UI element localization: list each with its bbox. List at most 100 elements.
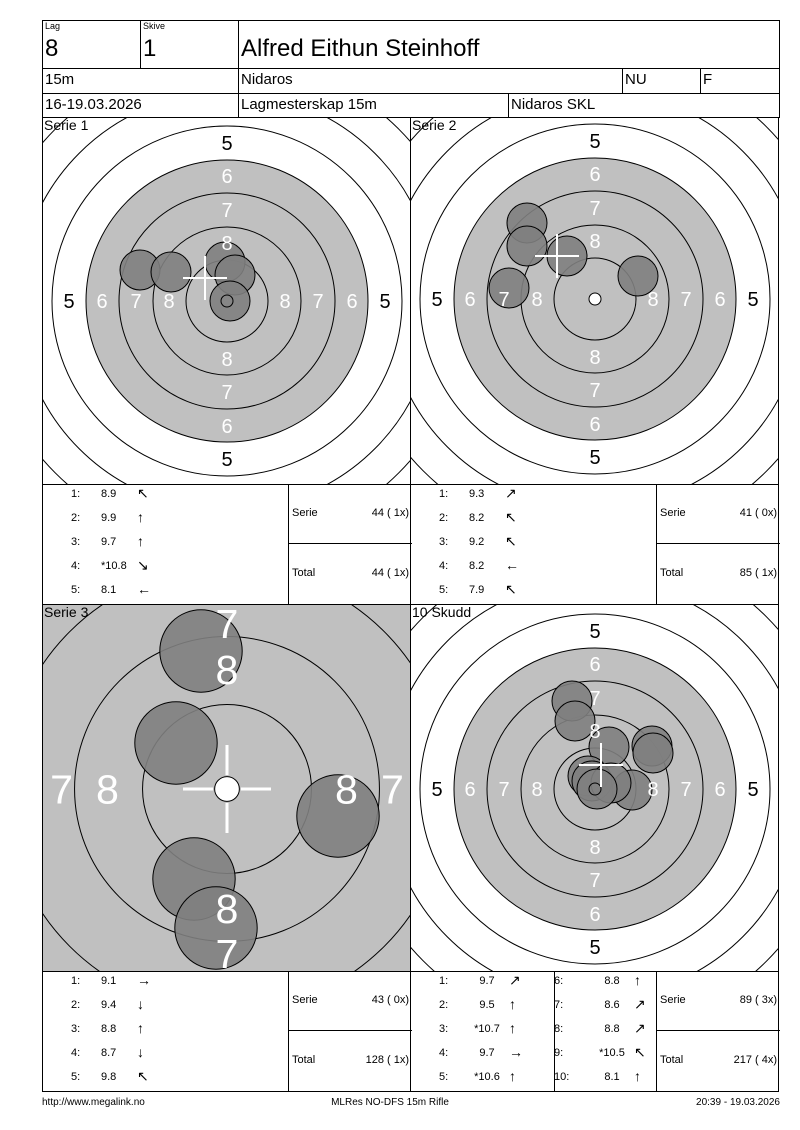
footer-url[interactable]: http://www.megalink.no [42,1097,145,1108]
score-box: 1:9.1→2:9.4↓3:8.8↑4:8.7↓5:9.8↖ Serie 43 … [42,971,412,1092]
shot-score: 9.5 [479,999,495,1011]
direction-arrow-icon: ↑ [634,1068,641,1084]
shot-row: 4:8.7↓ [43,1044,163,1067]
ring-label: 7 [216,605,239,647]
shot-number: 1: [71,488,81,500]
organizer-cell: Nidaros SKL [508,93,780,118]
direction-arrow-icon: ↑ [137,533,144,549]
ring-label: 7 [216,931,239,972]
ring-label: 5 [589,131,600,153]
shot-hole [209,280,251,322]
shot-score: 8.8 [604,975,620,987]
ring [453,157,737,441]
shot-score: 8.1 [101,584,117,596]
ring-label: 7 [680,289,691,311]
shot-score: *10.8 [101,560,127,572]
shot-row: 3:8.8↑ [43,1020,163,1043]
ring-label: 8 [216,886,239,932]
ring-label: 5 [747,779,758,801]
ring-label: 7 [130,291,141,313]
mean-point-crosshair-icon [579,743,623,787]
event-cell: Lagmesterskap 15m [238,93,509,118]
ring-label: 7 [498,289,509,311]
ring [553,257,637,341]
ring-label: 7 [50,766,73,812]
score-box: 1:9.7↗2:9.5↑3:*10.7↑4:9.7→5:*10.6↑6:8.8↑… [410,971,780,1092]
total-score: 217 ( 4x) [733,1054,777,1066]
shot-score: 8.6 [604,999,620,1011]
shot-score: 8.2 [469,512,485,524]
ring-label: 7 [589,688,600,710]
shot-score: 8.8 [604,1023,620,1035]
shot-row: 3:9.7↑ [43,533,163,556]
total-row: Total 44 ( 1x) [289,544,412,604]
direction-arrow-icon: → [509,1044,523,1060]
footer-timestamp: 20:39 - 19.03.2026 [696,1097,780,1108]
ring-label: 8 [221,233,232,255]
direction-arrow-icon: ↑ [634,972,641,988]
shot-number: 2: [439,512,449,524]
shot-row: 2:9.4↓ [43,996,163,1019]
shot-score: 8.1 [604,1071,620,1083]
direction-arrow-icon: ↖ [634,1044,646,1060]
shot-score: *10.5 [599,1047,625,1059]
ring [51,125,403,477]
shot-score: 9.1 [101,975,117,987]
ring-label: 5 [747,289,758,311]
shot-hole [506,225,548,267]
total-label: Total [660,1054,684,1066]
direction-arrow-icon: → [137,972,151,988]
ring-label: 8 [221,349,232,371]
shot-hole [576,768,618,810]
ring-label: 8 [279,291,290,313]
shot-row: 2: 9.5 ↑ [411,996,531,1019]
ring-label: 5 [63,291,74,313]
ring-label: 7 [381,766,404,812]
panel-title: Serie 3 [44,604,89,620]
ring [118,192,336,410]
shot-row: 2:8.2↖ [411,509,531,532]
ring-label: 8 [335,766,358,812]
ring-label: 7 [589,870,600,892]
lag-label: Lag [45,21,61,31]
shot-row: 8:8.8↗ [536,1020,656,1043]
ring [486,680,704,898]
shot-number: 10: [554,1071,570,1083]
shot-row: 5:8.1← [43,581,163,604]
shot-score: *10.7 [474,1023,500,1035]
ring [520,714,670,864]
shot-score: 9.9 [101,512,117,524]
gender: F [703,71,713,88]
shot-number: 9: [554,1047,564,1059]
direction-arrow-icon: ↑ [509,996,516,1012]
shot-hole [150,251,192,293]
shot-row: 6:8.8↑ [536,972,656,995]
date: 16-19.03.2026 [45,96,142,113]
ring-label: 6 [714,289,725,311]
direction-arrow-icon: ↑ [509,1020,516,1036]
shot-score: 9.2 [469,536,485,548]
direction-arrow-icon: ↖ [505,581,517,597]
shot-number: 2: [439,999,449,1011]
score-box: 1:9.3↗2:8.2↖3:9.2↖4:8.2←5:7.9↖ Serie 41 … [410,484,780,605]
summary-box: Serie 41 ( 0x) Total 85 ( 1x) [656,484,780,605]
total-row: Total 217 ( 4x) [657,1031,780,1091]
total-label: Total [292,1054,316,1066]
ring-label: 6 [221,166,232,188]
direction-arrow-icon: ↓ [137,1044,144,1060]
shot-number: 3: [439,1023,449,1035]
direction-arrow-icon: ↘ [137,557,149,573]
shot-number: 8: [554,1023,564,1035]
total-row: Total 128 ( 1x) [289,1031,412,1091]
total-score: 85 ( 1x) [739,567,777,579]
shot-row: 5:9.8↖ [43,1068,163,1091]
distance: 15m [45,71,75,88]
direction-arrow-icon: ↗ [505,485,517,501]
shot-number: 5: [71,584,81,596]
ring-label: 8 [589,837,600,859]
